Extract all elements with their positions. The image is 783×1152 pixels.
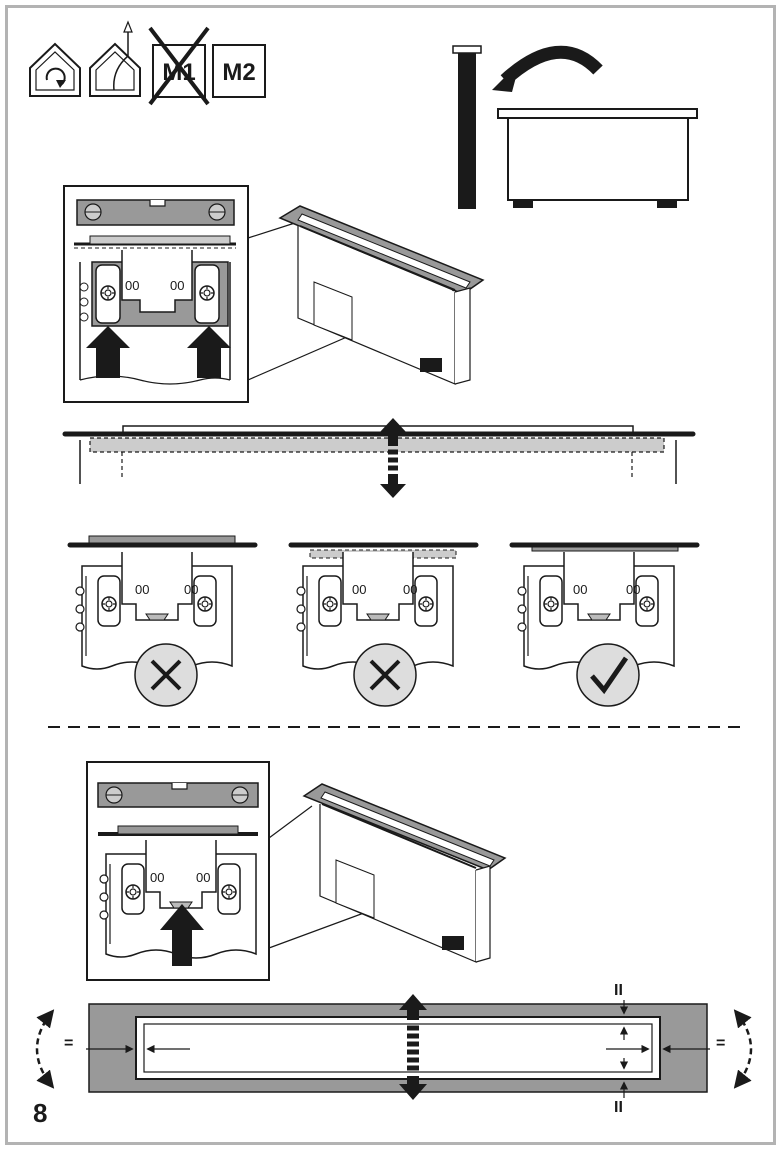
device-perspective-2 bbox=[302, 783, 507, 963]
svg-text:00: 00 bbox=[135, 582, 149, 597]
svg-text:00: 00 bbox=[403, 582, 417, 597]
page-frame bbox=[5, 5, 776, 1145]
mode-m1-crossed-badge: M1 bbox=[148, 26, 210, 106]
svg-text:00: 00 bbox=[170, 278, 184, 293]
page-number: 8 bbox=[33, 1098, 48, 1128]
flip-panel-illustration bbox=[452, 45, 698, 209]
mode-m2-badge: M2 bbox=[212, 44, 266, 98]
svg-text:00: 00 bbox=[573, 582, 587, 597]
svg-text:II: II bbox=[614, 982, 623, 999]
svg-text:00: 00 bbox=[626, 582, 640, 597]
house-extraction-icon bbox=[89, 20, 141, 97]
svg-text:00: 00 bbox=[125, 278, 139, 293]
device-perspective-1 bbox=[278, 205, 485, 385]
svg-text:II: II bbox=[614, 1099, 623, 1116]
svg-text:00: 00 bbox=[352, 582, 366, 597]
detail-box-level-check: 00 00 bbox=[63, 185, 249, 403]
svg-text:=: = bbox=[716, 1035, 725, 1052]
svg-text:00: 00 bbox=[184, 582, 198, 597]
svg-text:00: 00 bbox=[196, 870, 210, 885]
bracket-position-too-high: 00 00 bbox=[67, 535, 258, 707]
svg-text:M2: M2 bbox=[222, 59, 255, 86]
bracket-position-too-low: 00 00 bbox=[288, 542, 479, 707]
svg-text:00: 00 bbox=[150, 870, 164, 885]
detail-box-center-adjust: 00 00 bbox=[86, 761, 270, 981]
worktop-cutout-centering: = = II II bbox=[35, 982, 753, 1116]
height-adjust-bar bbox=[62, 418, 696, 498]
house-recirculation-icon bbox=[29, 42, 81, 97]
svg-text:=: = bbox=[64, 1035, 73, 1052]
bracket-position-correct: 00 00 bbox=[509, 542, 700, 707]
